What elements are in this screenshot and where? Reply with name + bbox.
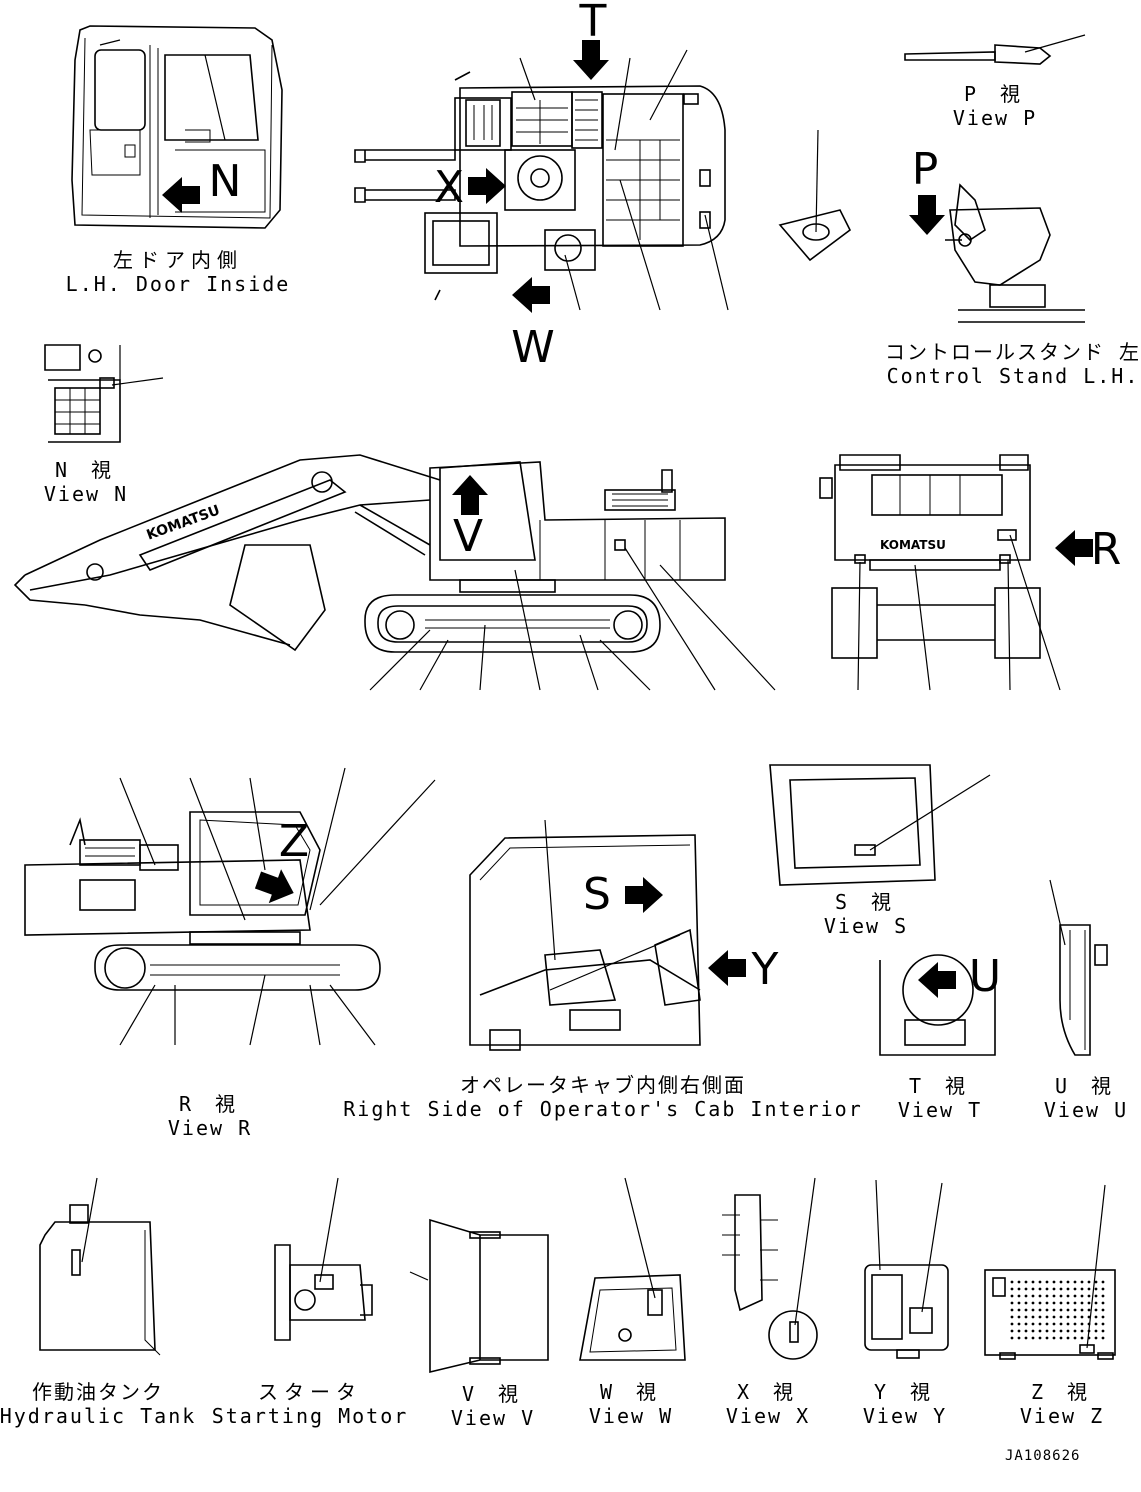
hydraulic-tank-drawing (39, 1177, 161, 1356)
arrow-letter-y: Y (751, 944, 779, 995)
caption-view-y: Y 視 View Y (863, 1380, 947, 1428)
rear-view-drawing (819, 454, 1093, 691)
caption-jp: X 視 (736, 1380, 800, 1404)
caption-view-v: V 視 View V (451, 1382, 535, 1430)
arrow-letter-r: R (1090, 524, 1122, 575)
view-y-drawing (864, 1179, 949, 1359)
caption-control-stand: コントロールスタンド 左 Control Stand L.H. (885, 340, 1141, 388)
caption-view-u: U 視 View U (1044, 1074, 1128, 1122)
caption-jp: N 視 (54, 458, 118, 482)
caption-en: View R (167, 1116, 253, 1140)
caption-en: View X (725, 1404, 811, 1428)
brand-logo-rear: KOMATSU (880, 538, 946, 552)
caption-jp: オペレータキャブ内側右側面 (460, 1073, 746, 1097)
arrow-letter-v: V (452, 511, 484, 562)
caption-en: View Y (862, 1404, 948, 1428)
caption-en: Hydraulic Tank (0, 1404, 197, 1428)
caption-view-s: S 視 View S (824, 890, 908, 938)
caption-jp: 左ドア内側 (113, 248, 243, 272)
view-u-drawing (1049, 879, 1108, 1056)
caption-jp: Z 視 (1030, 1380, 1094, 1404)
caption-jp: S 視 (834, 890, 898, 914)
dot-grid-pattern (1010, 1280, 1105, 1340)
view-x-drawing (722, 1177, 818, 1360)
arrow-letter-w: W (511, 322, 555, 373)
arrow-letter-z: Z (278, 816, 310, 867)
caption-en: View U (1043, 1098, 1129, 1122)
caption-view-z: Z 視 View Z (1020, 1380, 1104, 1428)
caption-jp: スタータ (257, 1380, 362, 1404)
document-code: JA108626 (1005, 1448, 1081, 1464)
caption-view-n: N 視 View N (44, 458, 128, 506)
caption-en: Control Stand L.H. (886, 364, 1140, 388)
caption-jp: 作動油タンク (31, 1380, 164, 1404)
caption-hydraulic-tank: 作動油タンク Hydraulic Tank (0, 1380, 196, 1428)
caption-en: View V (450, 1406, 536, 1430)
caption-view-p: P 視 View P (953, 82, 1037, 130)
caption-view-x: X 視 View X (726, 1380, 810, 1428)
caption-jp: コントロールスタンド 左 (884, 340, 1141, 364)
caption-jp: W 視 (599, 1380, 663, 1404)
starting-motor-drawing (274, 1177, 373, 1341)
caption-en: View N (43, 482, 129, 506)
caption-jp: R 視 (178, 1092, 242, 1116)
caption-jp: P 視 (963, 82, 1027, 106)
arrow-letter-x: X (433, 162, 465, 213)
arrow-letter-t: T (579, 0, 607, 47)
caption-view-r: R 視 View R (168, 1092, 252, 1140)
control-stand-drawing (778, 129, 1085, 323)
caption-view-w: W 視 View W (589, 1380, 673, 1428)
view-z-drawing (984, 1184, 1116, 1360)
view-r-drawing (24, 767, 436, 1046)
caption-jp: U 視 (1054, 1074, 1118, 1098)
arrow-letter-p: P (911, 144, 939, 195)
arrow-letter-u: U (968, 951, 1002, 1002)
caption-en: L.H. Door Inside (65, 272, 291, 296)
caption-en: View W (588, 1404, 674, 1428)
view-n-drawing (44, 344, 164, 443)
caption-en: View Z (1019, 1404, 1105, 1428)
cab-interior-drawing (469, 819, 746, 1051)
caption-jp: V 視 (461, 1382, 525, 1406)
view-s-drawing (769, 764, 991, 886)
caption-cab-interior: オペレータキャブ内側右側面 Right Side of Operator's C… (343, 1073, 863, 1121)
caption-en: View S (823, 914, 909, 938)
top-view-drawing (354, 40, 729, 313)
view-v-drawing (409, 1218, 549, 1374)
caption-starting-motor: スタータ Starting Motor (212, 1380, 409, 1428)
caption-en: Starting Motor (211, 1404, 409, 1428)
caption-view-t: T 視 View T (898, 1074, 982, 1122)
view-p-drawing (904, 34, 1086, 65)
view-w-drawing (579, 1177, 686, 1361)
arrow-letter-n: N (208, 156, 242, 207)
caption-en: View T (897, 1098, 983, 1122)
lh-door-inside-drawing (71, 25, 283, 229)
caption-en: View P (952, 106, 1038, 130)
caption-lh-door-inside: 左ドア内側 L.H. Door Inside (66, 248, 291, 296)
view-t-drawing (879, 954, 996, 1056)
excavator-side-view-drawing (13, 454, 776, 691)
caption-en: Right Side of Operator's Cab Interior (343, 1097, 863, 1121)
arrow-letter-s: S (583, 869, 611, 920)
caption-jp: Y 視 (873, 1380, 937, 1404)
caption-jp: T 視 (908, 1074, 972, 1098)
